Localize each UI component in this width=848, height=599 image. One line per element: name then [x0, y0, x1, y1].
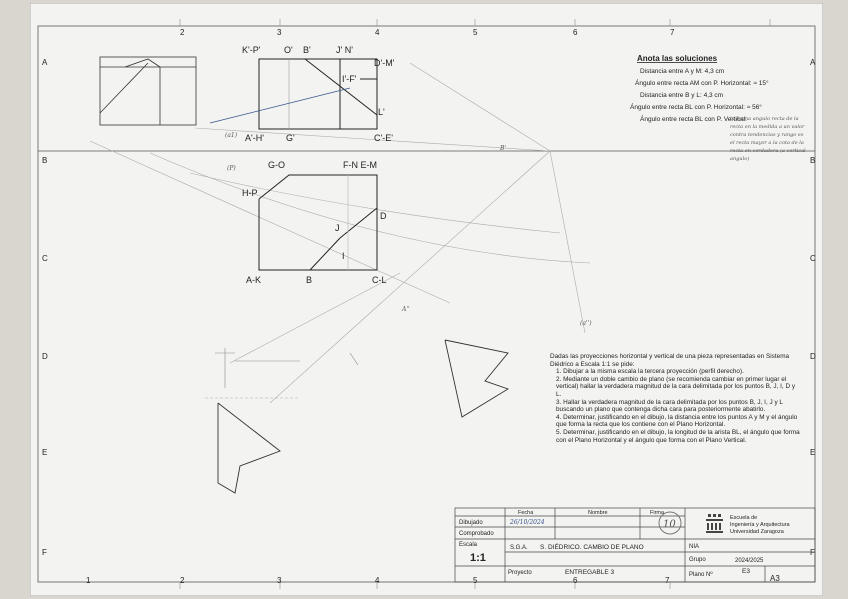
- elev-label-l: L': [378, 107, 385, 117]
- margin-note-text: la forma angulo recta de la recta en la …: [730, 116, 806, 162]
- bottom-num-4: 4: [375, 576, 380, 585]
- tb-plano: E3: [742, 568, 750, 575]
- elev-label-kp: K'-P': [242, 45, 261, 55]
- tb-format: A3: [770, 574, 780, 583]
- statement-item-3: 3. Hallar la verdadera magnitud de la ca…: [556, 398, 783, 414]
- bottom-num-5: 5: [473, 576, 478, 585]
- tb-subject: S. DIÉDRICO. CAMBIO DE PLANO: [540, 542, 644, 551]
- c-label-bb: (a''): [580, 320, 592, 327]
- right-letter-a: A: [810, 58, 816, 67]
- left-letter-b: B: [42, 156, 47, 165]
- university-logo-icon: [706, 514, 723, 533]
- solution-5: Ángulo entre recta BL con P. Vertical:: [640, 114, 747, 123]
- tb-nombre-header: Nombre: [588, 510, 608, 516]
- bottom-num-1: 1: [86, 576, 91, 585]
- plan-label-i: I: [342, 251, 345, 261]
- tb-school-2: Ingeniería y Arquitectura: [730, 522, 791, 528]
- elev-label-ah: A'-H': [245, 133, 264, 143]
- solution-3: Distancia entre B y L: 4,3 cm: [640, 92, 723, 99]
- plan-label-go: G-O: [268, 160, 285, 170]
- bottom-num-7: 7: [665, 576, 670, 585]
- top-num-3: 3: [277, 28, 282, 37]
- elevation-view: [209, 58, 378, 130]
- elev-label-jn: J' N': [336, 45, 353, 55]
- right-letter-f: F: [810, 548, 815, 557]
- elev-label-dm: D'-M': [374, 58, 395, 68]
- right-letter-b: B: [810, 156, 815, 165]
- right-letter-c: C: [810, 254, 816, 263]
- plan-label-hp: H-P: [242, 188, 258, 198]
- elev-label-ifp: I'-F': [342, 74, 357, 84]
- c-label-apr: A'': [401, 306, 410, 313]
- tb-nia-header: NIA: [689, 544, 699, 550]
- margin-note: la forma angulo recta de la recta en la …: [730, 116, 806, 162]
- statement-item-1: 1. Dibujar a la misma escala la tercera …: [556, 368, 744, 376]
- tb-school-1: Escuela de: [730, 515, 757, 521]
- solutions-title: Anota las soluciones: [637, 54, 718, 63]
- tb-escala-header: Escala: [459, 542, 478, 548]
- tb-subject-code: S.G.A.: [510, 545, 528, 551]
- plan-label-d: D: [380, 211, 387, 221]
- plan-label-fnem: F-N E-M: [343, 160, 377, 170]
- border-ticks: [179, 19, 771, 589]
- technical-drawing: 2 3 4 5 6 7 1 2 3 4 5 6 7 A B C D E F A …: [30, 3, 823, 596]
- elev-label-b: B': [303, 45, 311, 55]
- solution-4: Ángulo entre recta BL con P. Horizontal:…: [630, 102, 762, 111]
- true-magnitude-faces: [217, 339, 510, 494]
- tb-grupo: 2024/2025: [735, 558, 764, 564]
- elev-label-ce: C'-E': [374, 133, 393, 143]
- tb-proyecto-header: Proyecto: [508, 570, 532, 576]
- tb-school-3: Universidad Zaragoza: [730, 529, 785, 535]
- tb-fecha-header: Fecha: [518, 510, 534, 516]
- profile-view: [99, 56, 197, 126]
- plan-label-j: J: [335, 223, 340, 233]
- c-label-b1: B': [499, 145, 506, 152]
- tb-grade: 10: [663, 519, 676, 530]
- bottom-num-3: 3: [277, 576, 282, 585]
- right-letter-d: D: [810, 352, 816, 361]
- statement-block: Dadas las proyecciones horizontal y vert…: [550, 353, 800, 444]
- bottom-num-2: 2: [180, 576, 185, 585]
- tb-proyecto: ENTREGABLE 3: [565, 569, 615, 576]
- statement-intro: Dadas las proyecciones horizontal y vert…: [550, 353, 790, 368]
- top-num-4: 4: [375, 28, 380, 37]
- title-block-frame: [454, 507, 816, 583]
- tb-date: 26/10/2024: [509, 519, 545, 526]
- c-label-p1: (P): [227, 165, 236, 172]
- top-num-6: 6: [573, 28, 578, 37]
- small-construction: [215, 348, 359, 388]
- tb-firma-header: Firma: [650, 510, 665, 516]
- plan-label-cl: C-L: [372, 275, 387, 285]
- outer-frame: [37, 25, 816, 583]
- solution-2: Ángulo entre recta AM con P. Horizontal:…: [635, 78, 769, 87]
- elev-label-o: O': [284, 45, 293, 55]
- left-letter-f: F: [42, 548, 47, 557]
- c-label-a1: (a1): [225, 132, 238, 139]
- right-letter-e: E: [810, 448, 815, 457]
- left-letter-d: D: [42, 352, 48, 361]
- top-num-5: 5: [473, 28, 478, 37]
- plan-label-ak: A-K: [246, 275, 261, 285]
- left-letter-e: E: [42, 448, 47, 457]
- plan-label-b: B: [306, 275, 312, 285]
- statement-item-4: 4. Determinar, justificando en el dibujo…: [556, 413, 798, 429]
- elev-label-g: G': [286, 133, 295, 143]
- tb-comprobado: Comprobado: [459, 531, 494, 537]
- tb-grupo-header: Grupo: [689, 557, 706, 563]
- drawing-sheet: 2 3 4 5 6 7 1 2 3 4 5 6 7 A B C D E F A …: [30, 3, 823, 596]
- solution-1: Distancia entre A y M: 4,3 cm: [640, 68, 724, 75]
- left-letter-c: C: [42, 254, 48, 263]
- bottom-num-6: 6: [573, 576, 578, 585]
- left-letter-a: A: [42, 58, 48, 67]
- tb-plano-header: Plano Nº: [689, 571, 713, 578]
- grade-circle: [658, 511, 682, 535]
- top-num-7: 7: [670, 28, 675, 37]
- statement-item-2: 2. Mediante un doble cambio de plano (se…: [556, 375, 796, 398]
- tb-escala: 1:1: [470, 552, 486, 564]
- statement-item-5: 5. Determinar, justificando en el dibujo…: [556, 428, 800, 444]
- tb-dibujado: Dibujado: [459, 520, 483, 526]
- plan-view: [258, 174, 378, 271]
- top-num-2: 2: [180, 28, 185, 37]
- construction-lines: [89, 62, 591, 404]
